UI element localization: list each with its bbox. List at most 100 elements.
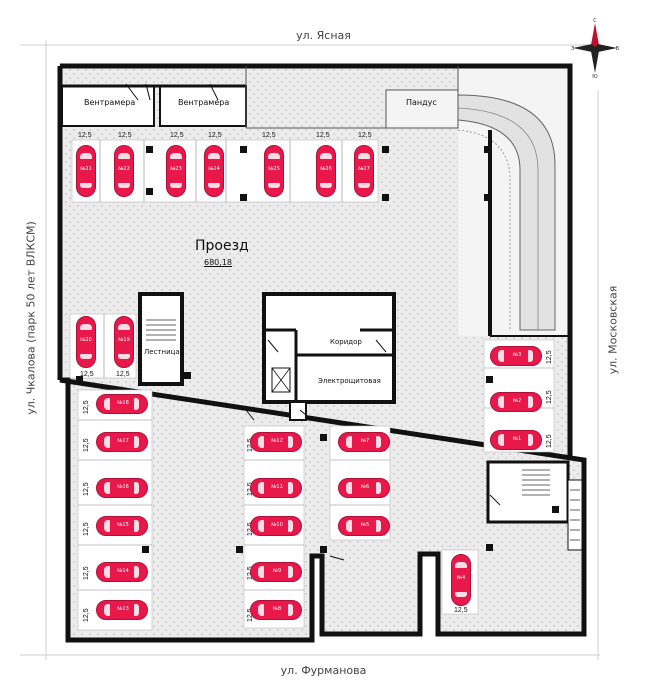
space-number: №27: [358, 166, 370, 172]
column: [146, 188, 153, 195]
stall-area: 12,5: [454, 607, 468, 614]
stall-area: 12,5: [80, 371, 94, 378]
stall-area: 12,5: [83, 438, 90, 452]
parking-space-car[interactable]: №7: [338, 432, 390, 452]
space-number: №3: [512, 352, 522, 358]
column: [382, 146, 389, 153]
space-number: №6: [360, 484, 370, 490]
space-number: №4: [456, 575, 466, 581]
compass-south: Ю: [592, 74, 598, 78]
column: [484, 146, 491, 153]
stall-area: 12,5: [83, 482, 90, 496]
stall-area: 12,5: [83, 566, 90, 580]
parking-space-car[interactable]: №1: [490, 430, 542, 450]
ramp-room: [385, 89, 459, 129]
stall-area: 12,5: [78, 132, 92, 139]
compass-east: В: [616, 46, 620, 52]
space-number: №8: [272, 606, 282, 612]
space-number: №23: [170, 166, 182, 172]
parking-space-car[interactable]: №20: [76, 316, 96, 368]
parking-space-car[interactable]: №12: [250, 432, 302, 452]
electrical-room-label: Электрощитовая: [318, 377, 381, 385]
parking-space-car[interactable]: №25: [264, 145, 284, 197]
column: [236, 546, 243, 553]
stall-area: 12,5: [546, 390, 553, 404]
stall-area: 12,5: [83, 400, 90, 414]
parking-space-car[interactable]: №21: [76, 145, 96, 197]
vent-room-2: [159, 85, 247, 127]
parking-space-car[interactable]: №23: [166, 145, 186, 197]
parking-space-car[interactable]: №26: [316, 145, 336, 197]
column: [184, 372, 191, 379]
street-name-top: ул. Ясная: [296, 29, 351, 42]
column: [320, 434, 327, 441]
street-name-right: ул. Московская: [606, 285, 620, 375]
compass-west: З: [571, 46, 574, 52]
stairs-label: Лестница: [144, 348, 180, 356]
street-name-left: ул. Чкалова (парк 50 лет ВЛКСМ): [24, 221, 38, 415]
parking-space-car[interactable]: №6: [338, 478, 390, 498]
parking-space-car[interactable]: №15: [96, 516, 148, 536]
space-number: №17: [117, 438, 129, 444]
column: [486, 376, 493, 383]
column: [382, 194, 389, 201]
parking-space-car[interactable]: №10: [250, 516, 302, 536]
parking-space-car[interactable]: №14: [96, 562, 148, 582]
stall-area: 12,5: [262, 132, 276, 139]
parking-space-car[interactable]: №8: [250, 600, 302, 620]
parking-space-car[interactable]: №24: [204, 145, 224, 197]
parking-space-car[interactable]: №17: [96, 432, 148, 452]
parking-space-car[interactable]: №13: [96, 600, 148, 620]
driveway-label: Проезд: [195, 238, 249, 254]
parking-space-car[interactable]: №9: [250, 562, 302, 582]
vent-room-1-label: Вентрамера: [84, 98, 136, 107]
stall-area: 12,5: [316, 132, 330, 139]
stall-area: 12,5: [116, 371, 130, 378]
space-number: №2: [512, 398, 522, 404]
parking-space-car[interactable]: №5: [338, 516, 390, 536]
driveway-area: 680,18: [204, 258, 232, 267]
space-number: №7: [360, 438, 370, 444]
street-name-bottom: ул. Фурманова: [280, 664, 367, 677]
ramp-curve: [457, 94, 556, 331]
parking-space-car[interactable]: №27: [354, 145, 374, 197]
space-number: №13: [117, 606, 129, 612]
parking-space-car[interactable]: №16: [96, 478, 148, 498]
parking-space-car[interactable]: №2: [490, 392, 542, 412]
stall-area: 12,5: [546, 350, 553, 364]
space-number: №15: [117, 522, 129, 528]
space-number: №16: [117, 484, 129, 490]
vent-room-2-label: Вентрамера: [178, 98, 230, 107]
space-number: №20: [80, 337, 92, 343]
stall-area: 12,5: [170, 132, 184, 139]
space-number: №21: [80, 166, 92, 172]
column: [76, 376, 83, 383]
outer-wall: [57, 63, 587, 643]
space-number: №14: [117, 568, 129, 574]
stall-area: 12,5: [358, 132, 372, 139]
parking-space-car[interactable]: №19: [114, 316, 134, 368]
parking-space-car[interactable]: №11: [250, 478, 302, 498]
column: [240, 146, 247, 153]
compass-icon: С Ю З В: [571, 18, 620, 78]
space-number: №24: [208, 166, 220, 172]
stall-area: 12,5: [118, 132, 132, 139]
space-number: №11: [271, 484, 283, 490]
corridor-label: Коридор: [330, 338, 362, 346]
parking-space-car[interactable]: №22: [114, 145, 134, 197]
column: [484, 194, 491, 201]
column: [240, 194, 247, 201]
parking-space-car[interactable]: №3: [490, 346, 542, 366]
space-number: №1: [512, 436, 522, 442]
stair-room-left: [138, 292, 184, 386]
space-number: №19: [118, 337, 130, 343]
column: [552, 506, 559, 513]
ramp-label: Пандус: [406, 98, 437, 107]
space-number: №9: [272, 568, 282, 574]
space-number: №22: [118, 166, 130, 172]
parking-space-car[interactable]: №18: [96, 394, 148, 414]
parking-space-car[interactable]: №4: [451, 554, 471, 606]
space-number: №12: [271, 438, 283, 444]
column: [486, 544, 493, 551]
